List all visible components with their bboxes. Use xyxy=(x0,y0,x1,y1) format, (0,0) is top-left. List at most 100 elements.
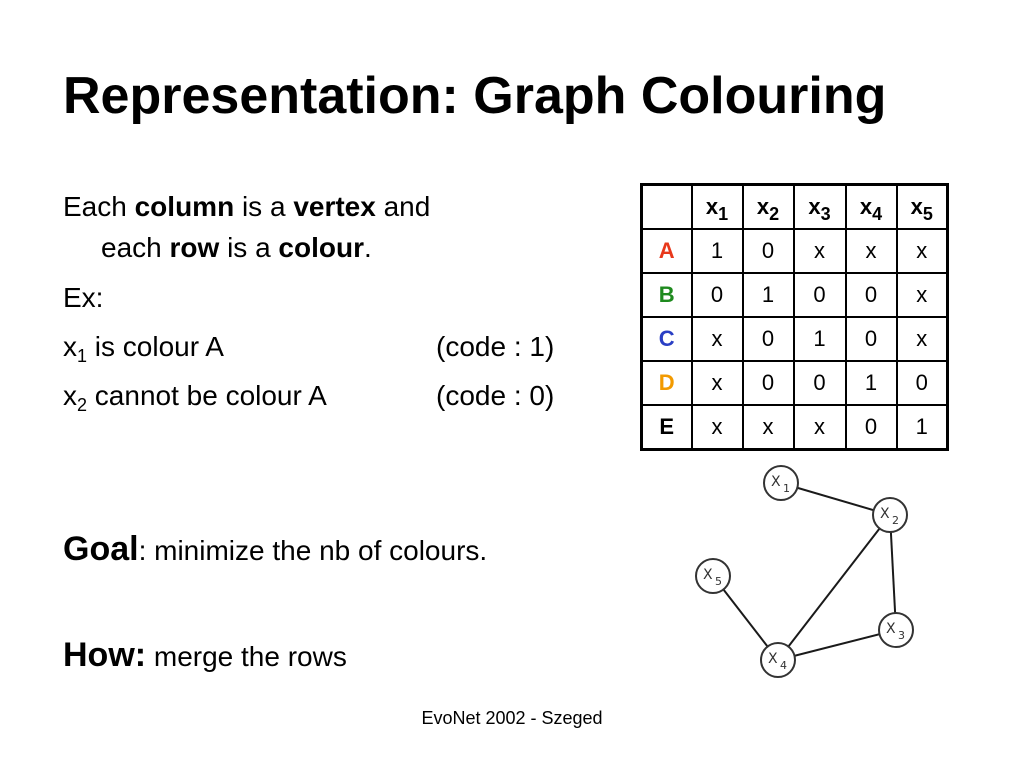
table-cell: 1 xyxy=(690,228,744,274)
intro-and: and xyxy=(383,191,431,222)
intro-each: Each xyxy=(63,191,127,222)
intro-column: column xyxy=(134,191,235,222)
slide-title: Representation: Graph Colouring xyxy=(63,67,887,125)
goal-text: minimize the nb of colours. xyxy=(154,535,488,566)
table-header-x1: x1 xyxy=(690,183,744,230)
row-label-e: E xyxy=(640,404,693,451)
table-header-x4: x4 xyxy=(844,183,898,230)
header-sub: 1 xyxy=(718,204,729,224)
node-label: X xyxy=(768,651,778,667)
row-label-b: B xyxy=(640,272,693,318)
table-cell: 0 xyxy=(844,404,898,451)
header-var: x xyxy=(705,194,719,219)
node-label: X xyxy=(880,506,890,522)
table-header-row: x1 x2 x3 x4 x5 xyxy=(640,183,949,230)
table-cell: 0 xyxy=(844,272,898,318)
header-var: x xyxy=(859,194,873,219)
table-cell: x xyxy=(792,228,847,274)
table-corner-cell xyxy=(640,183,693,230)
node-label: X xyxy=(771,474,781,490)
ex-label: Ex: xyxy=(63,282,104,313)
table-cell: x xyxy=(690,316,744,362)
intro-colour: colour xyxy=(278,232,364,263)
header-var: x xyxy=(756,194,770,219)
node-circle xyxy=(872,497,908,533)
goal-line: Goal: minimize the nb of colours. xyxy=(63,532,487,566)
table-cell: 0 xyxy=(792,272,847,318)
table-cell: x xyxy=(690,360,744,406)
goal-sep: : xyxy=(138,535,147,566)
table-cell: 0 xyxy=(741,360,795,406)
table-cell: 1 xyxy=(844,360,898,406)
goal-label: Goal xyxy=(63,530,139,568)
node-circle xyxy=(760,642,796,678)
node-sub: 2 xyxy=(892,514,899,527)
example-2: x2 cannot be colour A xyxy=(63,380,327,415)
table-cell: x xyxy=(792,404,847,451)
header-sub: 4 xyxy=(872,204,883,224)
graph-edge-x1-x2 xyxy=(780,482,891,516)
row-label-c: C xyxy=(640,316,693,362)
header-var: x xyxy=(808,194,821,219)
example-1-text: is colour A xyxy=(94,331,224,362)
table-cell: x xyxy=(895,228,949,274)
table-header-x3: x3 xyxy=(792,183,847,230)
node-circle xyxy=(878,612,914,648)
node-sub: 4 xyxy=(780,659,787,672)
how-line: How: merge the rows xyxy=(63,638,347,672)
table-cell: x xyxy=(895,316,949,362)
row-label-d: D xyxy=(640,360,693,406)
table-header-x5: x5 xyxy=(895,183,949,230)
header-sub: 3 xyxy=(820,204,831,224)
table-cell: 1 xyxy=(895,404,949,451)
table-cell: x xyxy=(741,404,795,451)
node-sub: 1 xyxy=(783,482,790,495)
node-circle xyxy=(763,465,799,501)
intro-each-2: each xyxy=(101,232,162,263)
intro-vertex: vertex xyxy=(293,191,376,222)
header-var: x xyxy=(910,194,923,219)
table-cell: x xyxy=(690,404,744,451)
node-label: X xyxy=(703,567,713,583)
intro-period: . xyxy=(363,232,372,263)
table-cell: 1 xyxy=(741,272,795,318)
table-header-x2: x2 xyxy=(741,183,795,230)
example-1-sub: 1 xyxy=(77,346,88,366)
example-2-var: x xyxy=(63,380,77,411)
graph-edge-x3-x4 xyxy=(777,629,897,661)
node-label: X xyxy=(886,621,896,637)
example-2-code: (code : 0) xyxy=(436,380,555,411)
table-cell: 0 xyxy=(844,316,898,362)
graph-edge-x2-x4 xyxy=(777,514,891,661)
example-1: x1 is colour A xyxy=(63,331,224,366)
example-1-code: (code : 1) xyxy=(436,331,555,362)
example-2-text: cannot be colour A xyxy=(94,380,327,411)
table-cell: 0 xyxy=(895,360,949,406)
table-cell: 1 xyxy=(792,316,847,362)
table-cell: 0 xyxy=(690,272,744,318)
intro-line-1: Each column is a vertex and xyxy=(63,193,430,221)
table-cell: 0 xyxy=(792,360,847,406)
header-sub: 5 xyxy=(922,204,933,224)
example-1-var: x xyxy=(63,331,77,362)
node-sub: 3 xyxy=(898,629,905,642)
row-label-a: A xyxy=(640,228,693,274)
footer-text: EvoNet 2002 - Szeged xyxy=(421,708,603,728)
table-cell: 0 xyxy=(741,316,795,362)
example-2-sub: 2 xyxy=(77,395,88,415)
graph-edge-x2-x3 xyxy=(889,514,897,631)
how-text: merge the rows xyxy=(153,641,347,672)
table-cell: 0 xyxy=(741,228,795,274)
